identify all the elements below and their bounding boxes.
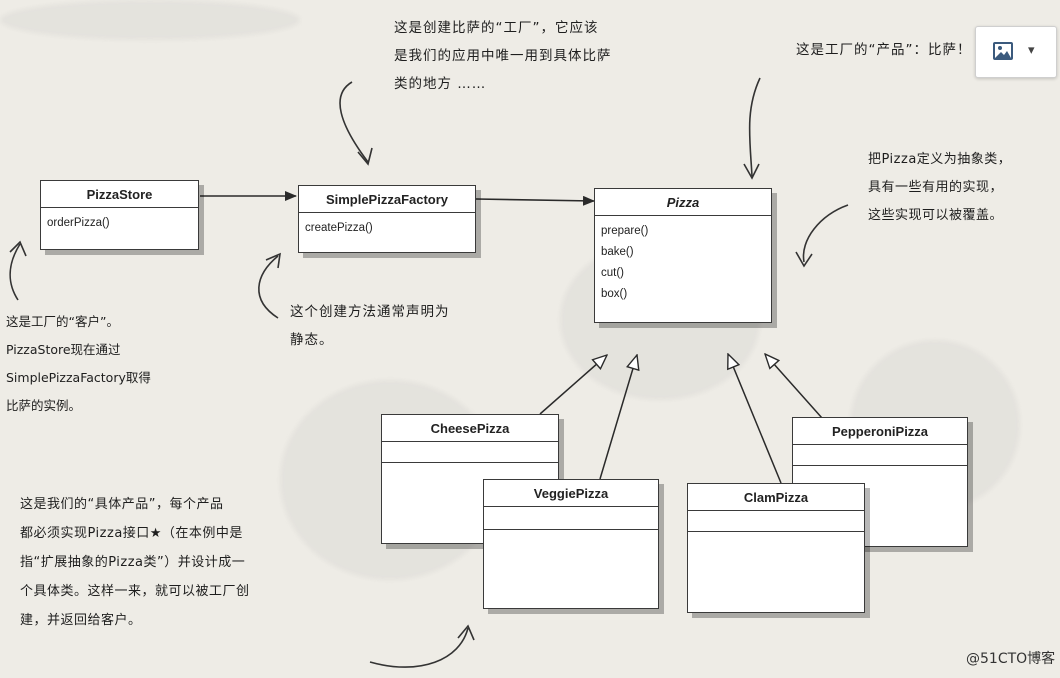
- pointer-arrow: [743, 163, 760, 180]
- pointer-arrow: [748, 77, 761, 177]
- background-texture: [0, 0, 300, 40]
- method-create-pizza: createPizza(): [305, 222, 373, 234]
- pointer-arrow: [258, 255, 279, 319]
- association-arrow: [475, 195, 595, 206]
- pointer-arrow: [9, 243, 21, 301]
- class-simple-pizza-factory: SimplePizzaFactory createPizza(): [298, 185, 476, 253]
- pointer-arrow: [9, 240, 27, 257]
- method-cut: cut(): [601, 267, 624, 279]
- class-pizza-store: PizzaStore orderPizza(): [40, 180, 199, 250]
- annotation-client: 这是工厂的“客户”。 PizzaStore现在通过 SimplePizzaFac…: [6, 314, 151, 413]
- pointer-arrow: [457, 624, 475, 641]
- method-order-pizza: orderPizza(): [47, 217, 110, 229]
- pointer-arrow: [802, 204, 849, 263]
- class-name: PizzaStore: [41, 181, 198, 208]
- class-veggie-pizza: VeggiePizza: [483, 479, 659, 609]
- pointer-arrow: [339, 81, 369, 163]
- inheritance-arrow: [539, 355, 607, 415]
- annotation-factory: 这是创建比萨的“工厂”，它应该 是我们的应用中唯一用到具体比萨 类的地方 ……: [394, 20, 612, 92]
- annotation-static: 这个创建方法通常声明为 静态。: [290, 304, 450, 348]
- pointer-arrow: [357, 147, 373, 166]
- method-bake: bake(): [601, 246, 634, 258]
- image-icon: [993, 42, 1013, 60]
- annotation-abstract: 把Pizza定义为抽象类， 具有一些有用的实现， 这些实现可以被覆盖。: [868, 152, 1012, 223]
- annotation-product: 这是工厂的“产品”：比萨！: [796, 42, 972, 58]
- class-name: ClamPizza: [688, 484, 864, 511]
- class-pizza: Pizza prepare() bake() cut() box(): [594, 188, 772, 323]
- pointer-arrow: [369, 627, 469, 668]
- inheritance-arrow: [599, 355, 637, 480]
- inheritance-arrow: [728, 354, 782, 484]
- class-name: PepperoniPizza: [793, 418, 967, 445]
- method-box: box(): [601, 288, 628, 300]
- class-name: SimplePizzaFactory: [299, 186, 475, 213]
- class-name: VeggiePizza: [484, 480, 658, 507]
- pointer-arrow: [265, 252, 281, 269]
- class-name: Pizza: [595, 189, 771, 216]
- watermark: @51CTO博客: [966, 651, 1056, 667]
- inheritance-arrow: [765, 354, 823, 419]
- method-prepare: prepare(): [601, 225, 649, 237]
- class-name: CheesePizza: [382, 415, 558, 442]
- pointer-arrow: [795, 251, 813, 268]
- image-options-button[interactable]: ▾: [975, 26, 1057, 78]
- chevron-down-icon: ▾: [1028, 42, 1035, 57]
- class-clam-pizza: ClamPizza: [687, 483, 865, 613]
- annotation-concrete: 这是我们的“具体产品”，每个产品 都必须实现Pizza接口★（在本例中是 指“扩…: [20, 497, 250, 628]
